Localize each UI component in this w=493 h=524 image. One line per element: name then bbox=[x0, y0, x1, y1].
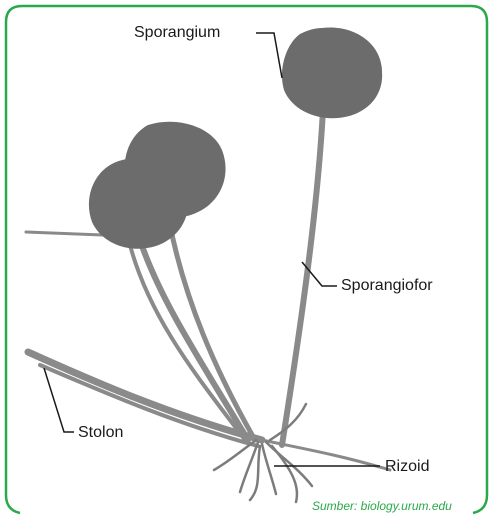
leader-sporangium bbox=[256, 33, 282, 78]
label-sporangium: Sporangium bbox=[134, 24, 220, 42]
source-credit: Sumber: biology.urum.edu bbox=[312, 499, 452, 513]
label-rizoid: Rizoid bbox=[385, 458, 429, 476]
sporangium-front bbox=[89, 158, 188, 249]
frame-corner-right bbox=[473, 495, 487, 513]
sporangiophore-left-a bbox=[140, 240, 248, 440]
sporangiophore-tall bbox=[282, 110, 323, 445]
label-stolon: Stolon bbox=[78, 424, 123, 442]
label-sporangiofor: Sporangiofor bbox=[341, 277, 433, 295]
frame-corner-left bbox=[6, 495, 20, 513]
sporangium-tall bbox=[282, 27, 382, 118]
